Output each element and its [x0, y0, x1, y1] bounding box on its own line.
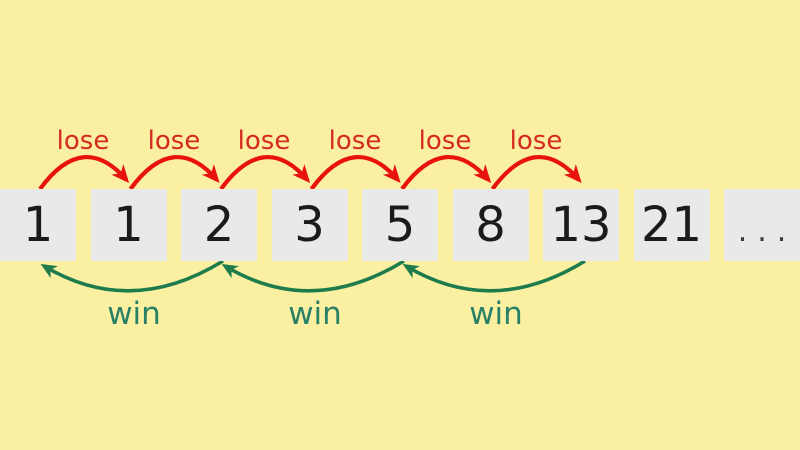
- sequence-value: 8: [475, 197, 506, 253]
- sequence-box-ellipsis: ...: [724, 189, 800, 261]
- win-label-2: win: [288, 296, 342, 332]
- sequence-value: 1: [22, 197, 54, 253]
- lose-arrow-arc: [38, 155, 130, 191]
- lose-arrow-arc: [128, 155, 220, 191]
- sequence-box-2: 1: [90, 189, 167, 261]
- sequence-value: 1: [113, 197, 144, 253]
- sequence-box-8: 21: [633, 189, 710, 261]
- sequence-value: 5: [384, 197, 416, 253]
- sequence-box-7: 13: [543, 189, 619, 261]
- lose-label-5: lose: [418, 126, 472, 156]
- sequence-value: 3: [294, 197, 325, 253]
- lose-label-4: lose: [328, 126, 382, 156]
- lose-arrow-arc: [309, 155, 401, 191]
- win-arrow-arc: [40, 259, 224, 293]
- lose-label-3: lose: [237, 126, 291, 156]
- win-arcs-group: [40, 259, 586, 293]
- lose-label-1: lose: [56, 126, 110, 156]
- sequence-value: 2: [203, 197, 235, 253]
- lose-arrow-arc: [490, 155, 582, 191]
- win-label-1: win: [107, 296, 161, 332]
- lose-label-2: lose: [147, 126, 201, 156]
- lose-arcs-group: [38, 155, 582, 191]
- sequence-value: 13: [550, 197, 612, 253]
- lose-arrow-arc: [219, 155, 311, 191]
- sequence-box-4: 3: [271, 189, 348, 261]
- win-label-3: win: [469, 296, 523, 332]
- sequence-box-3: 2: [181, 189, 257, 261]
- sequence-value: 21: [640, 197, 703, 253]
- lose-arrow-arc: [400, 155, 492, 191]
- sequence-box-6: 8: [452, 189, 529, 261]
- win-arrow-arc: [402, 259, 586, 293]
- sequence-box-1: 1: [0, 189, 76, 261]
- lose-label-6: lose: [509, 126, 563, 156]
- ellipsis-dots: ...: [737, 214, 797, 249]
- sequence-box-5: 5: [362, 189, 438, 261]
- win-arrow-arc: [221, 259, 405, 293]
